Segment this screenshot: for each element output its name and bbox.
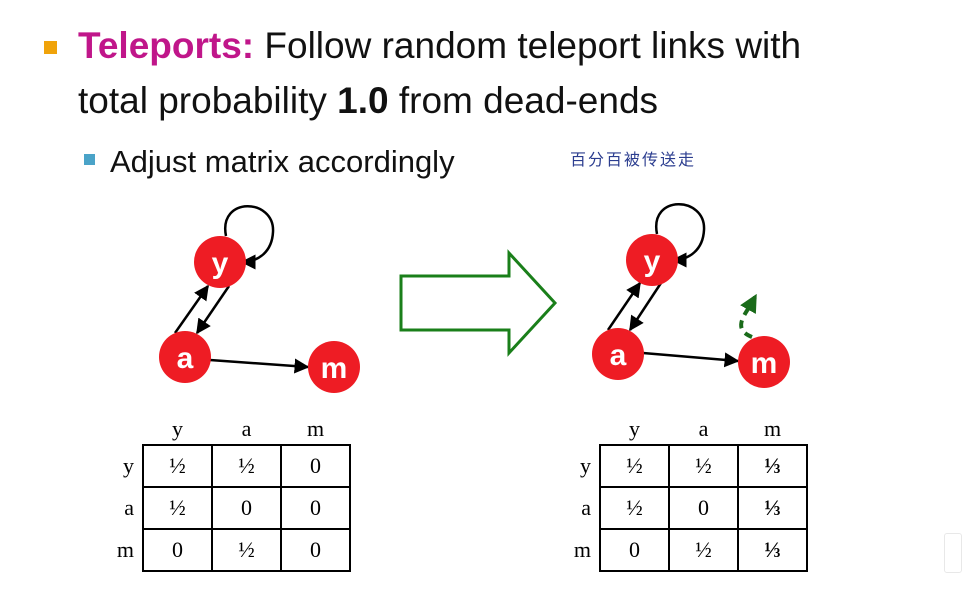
matrix-cell: ½ [599, 444, 670, 488]
node-m-label: m [321, 352, 348, 385]
node-y-right [626, 234, 678, 286]
row-header: a [124, 495, 134, 520]
matrix-cell: ½ [211, 528, 282, 572]
matrix-cell-teleport: ⅓ [737, 444, 808, 488]
matrix-cell: ½ [142, 486, 213, 530]
matrix-cell: ½ [668, 528, 739, 572]
matrix-cell: ½ [668, 444, 739, 488]
col-header: m [306, 416, 325, 441]
node-a-right [592, 328, 644, 380]
col-header: m [763, 416, 782, 441]
col-header: a [698, 416, 709, 441]
probability-value: 1.0 [337, 80, 389, 121]
sub-bullet-text: Adjust matrix accordingly [110, 144, 455, 179]
row-header: a [581, 495, 591, 520]
matrix-cell: 0 [142, 528, 213, 572]
bullet-line-2: total probability 1.0 from dead-ends [78, 79, 658, 123]
matrix-cell: 0 [599, 528, 670, 572]
table-row: m 0 ½ 0 [102, 528, 351, 572]
matrix-cell: 0 [280, 486, 351, 530]
table-row: y ½ ½ ⅓ [559, 444, 808, 488]
matrix-cell-teleport: ⅓ [737, 528, 808, 572]
row-header: y [123, 453, 134, 478]
edge-y-to-a [195, 285, 231, 335]
handwritten-note: 百分百被传送走 [570, 150, 697, 169]
node-m-right-label: m [751, 347, 778, 380]
node-a [159, 331, 211, 383]
matrix-cell: ½ [599, 486, 670, 530]
bullet-line-2-pre: total probability [78, 80, 338, 121]
edge-y-to-a-right [628, 282, 663, 332]
node-a-label: a [177, 342, 194, 375]
matrix-cell: 0 [211, 486, 282, 530]
table-row: m 0 ½ ⅓ [559, 528, 808, 572]
node-y-right-label: y [644, 245, 661, 278]
graph-left: y a m [159, 205, 360, 393]
node-y-label: y [212, 247, 229, 280]
edge-a-to-m [209, 358, 310, 374]
edge-y-self-loop [224, 205, 275, 270]
row-header: m [116, 537, 134, 562]
bullet-line-2-post: from dead-ends [388, 80, 659, 121]
matrix-cell: 0 [280, 528, 351, 572]
row-header: y [580, 453, 591, 478]
node-a-right-label: a [610, 339, 627, 372]
table-row: a ½ 0 0 [102, 486, 351, 530]
matrix-header-row: y a m [559, 414, 807, 445]
row-header: m [573, 537, 591, 562]
col-header: a [241, 416, 252, 441]
bullet-square [44, 41, 57, 54]
bullet-line-1: Teleports: Follow random teleport links … [78, 24, 801, 68]
dashed-curved-arrow-icon [739, 293, 757, 339]
matrix-cell: ½ [211, 444, 282, 488]
col-header: y [629, 416, 640, 441]
sub-bullet-square [84, 154, 95, 165]
table-row: a ½ 0 ⅓ [559, 486, 808, 530]
edge-a-to-y-right [606, 281, 642, 331]
bullet-line-1-text: Follow random teleport links with [254, 25, 802, 66]
matrix-cell: 0 [668, 486, 739, 530]
col-header: y [172, 416, 183, 441]
node-m-right [738, 336, 790, 388]
right-outline-arrow-icon [399, 249, 558, 357]
node-y [194, 236, 246, 288]
matrix-cell-teleport: ⅓ [737, 486, 808, 530]
keyword-teleports: Teleports: [78, 25, 255, 66]
edge-a-to-m-right [642, 351, 740, 368]
edge-y-self-loop-right [655, 203, 706, 268]
table-row: y ½ ½ 0 [102, 444, 351, 488]
matrix-header-row: y a m [102, 414, 350, 445]
matrix-right: y a m y ½ ½ ⅓ a ½ 0 ⅓ m 0 ½ ⅓ [559, 414, 808, 572]
edge-a-to-y [173, 284, 210, 334]
matrix-cell: 0 [280, 444, 351, 488]
node-m [308, 341, 360, 393]
matrix-cell: ½ [142, 444, 213, 488]
graph-right: y a m [592, 203, 790, 388]
corner-logo [944, 533, 962, 573]
matrix-left: y a m y ½ ½ 0 a ½ 0 0 m 0 ½ 0 [102, 414, 351, 572]
